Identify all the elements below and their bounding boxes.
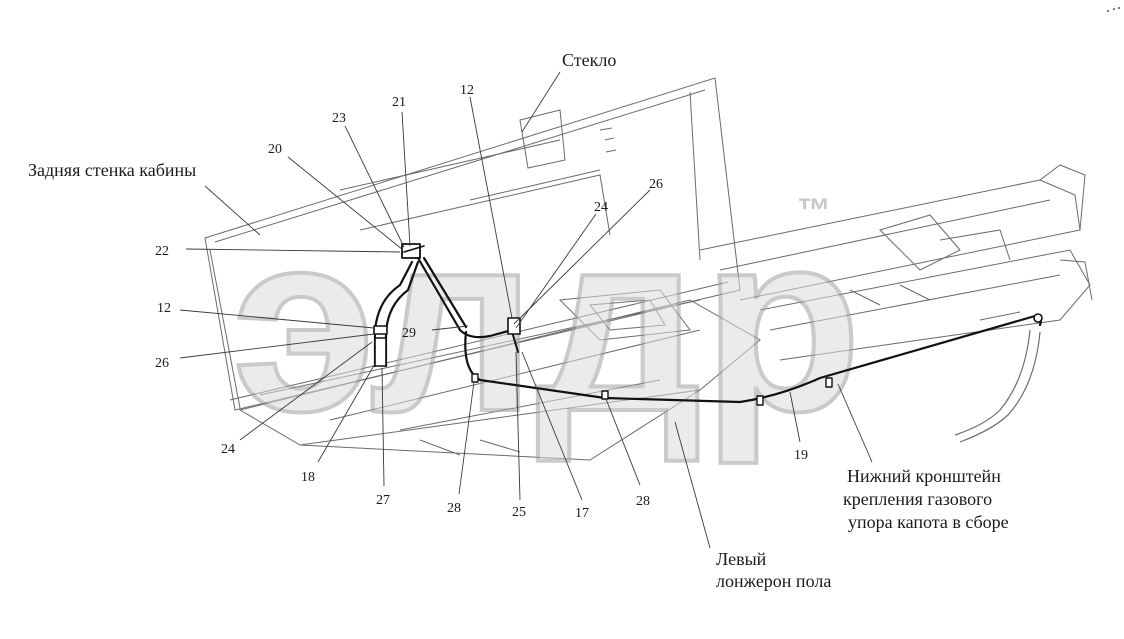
callout-27: 27 bbox=[376, 493, 390, 508]
callout-28-right: 28 bbox=[636, 494, 650, 509]
callout-20: 20 bbox=[268, 142, 282, 157]
label-bracket-3: упора капота в сборе bbox=[848, 512, 1009, 532]
watermark-text: элдр bbox=[232, 180, 862, 465]
leader-lines bbox=[179, 71, 873, 549]
label-left-floor-spar-1: Левый bbox=[716, 549, 767, 569]
label-glass: Стекло bbox=[562, 50, 616, 70]
callout-12-left: 12 bbox=[157, 301, 171, 316]
callout-24-bottom: 24 bbox=[221, 442, 235, 457]
part-labels: Стекло Задняя стенка кабины Левый лонжер… bbox=[28, 50, 1009, 591]
callout-26-left: 26 bbox=[155, 356, 169, 371]
callout-22: 22 bbox=[155, 244, 169, 259]
label-bracket-2: крепления газового bbox=[843, 489, 992, 509]
callout-26-top: 26 bbox=[649, 177, 663, 192]
callout-numbers: 21 23 12 20 26 24 22 12 29 26 24 18 27 2… bbox=[155, 83, 808, 521]
hose-assembly bbox=[373, 243, 1043, 406]
callout-19: 19 bbox=[794, 448, 808, 463]
callout-28-left: 28 bbox=[447, 501, 461, 516]
callout-23: 23 bbox=[332, 111, 346, 126]
callout-29: 29 bbox=[402, 326, 416, 341]
callout-12-top: 12 bbox=[460, 83, 474, 98]
floor-frame-drawing bbox=[238, 164, 1093, 461]
callout-18: 18 bbox=[301, 470, 315, 485]
label-cab-rear-wall: Задняя стенка кабины bbox=[28, 160, 196, 180]
callout-25: 25 bbox=[512, 505, 526, 520]
callout-24-top: 24 bbox=[594, 200, 608, 215]
corner-mark bbox=[1107, 7, 1120, 12]
callout-17: 17 bbox=[575, 506, 589, 521]
label-bracket-1: Нижний кронштейн bbox=[847, 466, 1001, 486]
label-left-floor-spar-2: лонжерон пола bbox=[716, 571, 831, 591]
watermark-logo: элдр ™ bbox=[230, 178, 864, 467]
callout-21: 21 bbox=[392, 95, 406, 110]
trademark-symbol: ™ bbox=[797, 192, 831, 230]
